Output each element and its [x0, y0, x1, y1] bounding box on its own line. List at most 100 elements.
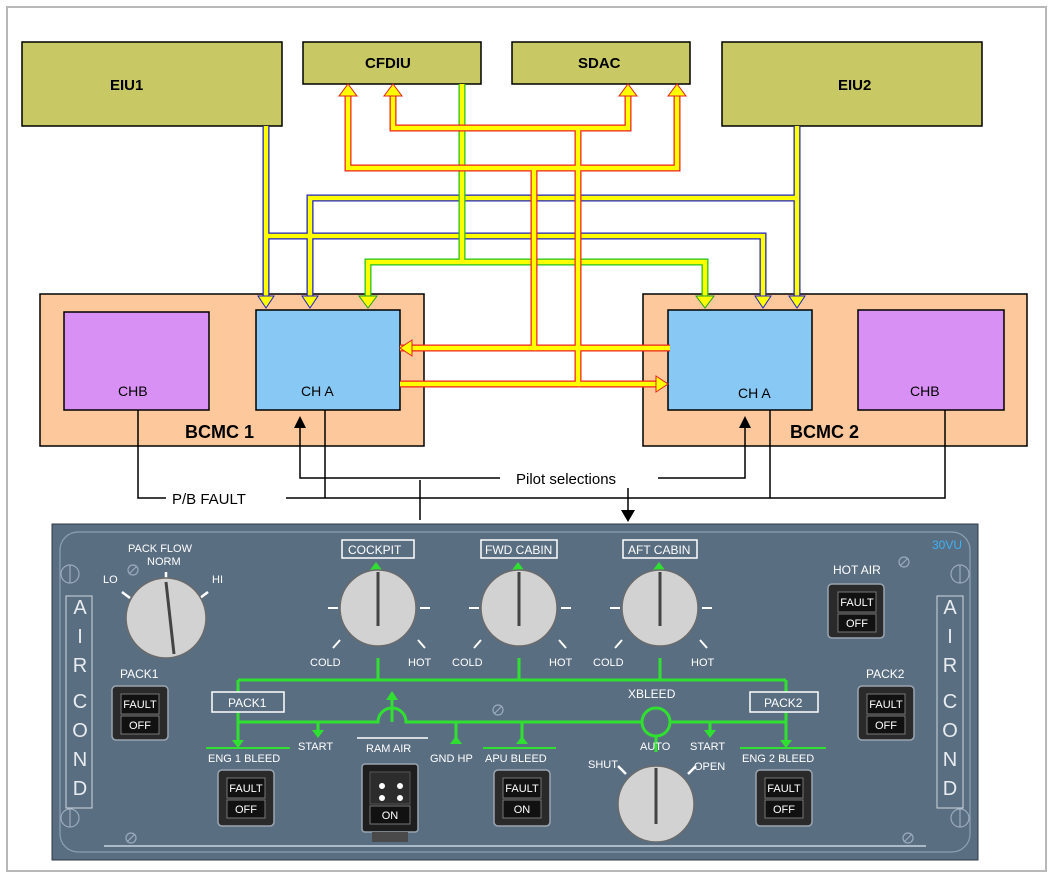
svg-text:C: C: [943, 691, 957, 713]
svg-text:OFF: OFF: [875, 720, 897, 732]
svg-text:NORM: NORM: [147, 556, 181, 568]
air-cond-right-text: A I R C O N D: [942, 597, 958, 800]
diagram-frame: [6, 6, 1047, 872]
svg-text:PACK2: PACK2: [866, 667, 905, 681]
svg-text:N: N: [943, 749, 957, 771]
svg-text:ON: ON: [514, 804, 531, 816]
bcmc1-cha-box: [255, 309, 401, 411]
aft-cabin-label: AFT CABIN: [628, 543, 690, 557]
svg-text:FAULT: FAULT: [505, 783, 539, 795]
eng1-bleed-pushbutton[interactable]: FAULT OFF: [217, 769, 275, 827]
svg-text:COLD: COLD: [310, 657, 341, 669]
gnd-hp-label: GND HP: [430, 753, 473, 765]
hot-air-pushbutton[interactable]: HOT AIR FAULT OFF: [827, 563, 885, 639]
bcmc2-cha-box: [667, 309, 813, 411]
svg-text:R: R: [73, 655, 87, 677]
cha-output-buses: [338, 83, 687, 393]
cfdiu-label: CFDIU: [365, 55, 411, 72]
svg-text:HOT: HOT: [691, 657, 715, 669]
eiu1-box: [21, 41, 283, 127]
pilot-selection-wires: [137, 410, 946, 520]
svg-text:COLD: COLD: [452, 657, 483, 669]
pb-fault-label: P/B FAULT: [172, 491, 246, 508]
svg-text:I: I: [77, 626, 83, 648]
eng1-bleed-label: ENG 1 BLEED: [208, 753, 280, 765]
eiu2-label: EIU2: [838, 77, 871, 94]
pack2-pushbutton[interactable]: PACK2 FAULT OFF: [857, 667, 915, 741]
pack-flow-knob[interactable]: [125, 577, 207, 659]
eiu2-box: [721, 41, 983, 127]
cockpit-temp-selector[interactable]: COCKPIT COLD HOT: [310, 539, 432, 669]
svg-text:OFF: OFF: [235, 804, 257, 816]
cfdiu-box: [302, 41, 482, 85]
eng2-bleed-label: ENG 2 BLEED: [742, 753, 814, 765]
bcmc1-chb-box: [63, 311, 210, 411]
svg-text:A: A: [943, 597, 957, 619]
bcmc2-chb-label: CHB: [910, 383, 940, 399]
panel-screws: [60, 556, 970, 844]
pack1-indicator: [211, 691, 285, 713]
fwd-cabin-temp-selector[interactable]: FWD CABIN COLD HOT: [452, 539, 573, 669]
pack1-pushbutton[interactable]: PACK1 FAULT OFF: [111, 667, 169, 741]
svg-text:PACK FLOW: PACK FLOW: [128, 543, 193, 555]
svg-text:OFF: OFF: [773, 804, 795, 816]
pack2-indicator: [749, 691, 819, 713]
svg-text:FAULT: FAULT: [869, 699, 903, 711]
cockpit-label: COCKPIT: [348, 543, 402, 557]
svg-text:N: N: [73, 749, 87, 771]
ram-air-pushbutton[interactable]: ON: [361, 763, 419, 842]
svg-text:LO: LO: [103, 574, 118, 586]
svg-text:FAULT: FAULT: [123, 699, 157, 711]
svg-text:FAULT: FAULT: [840, 597, 874, 609]
eiu-buses: [257, 126, 806, 309]
bleed-synoptic: [236, 658, 788, 752]
svg-text:FAULT: FAULT: [767, 783, 801, 795]
svg-text:HI: HI: [212, 574, 223, 586]
xbleed-valve-icon: [640, 706, 672, 738]
wire-arrowheads: [294, 416, 751, 522]
sdac-label: SDAC: [578, 55, 621, 72]
svg-text:ON: ON: [382, 810, 399, 822]
eng2-bleed-pushbutton[interactable]: FAULT OFF: [755, 769, 813, 827]
bcmc1-label: BCMC 1: [185, 422, 254, 442]
pack-flow-selector[interactable]: PACK FLOW NORM LO HI: [103, 543, 223, 659]
bcmc1-chb-label: CHB: [118, 383, 148, 399]
svg-text:D: D: [943, 778, 957, 800]
svg-text:HOT AIR: HOT AIR: [833, 563, 881, 577]
eiu1-label: EIU1: [110, 77, 143, 94]
svg-text:C: C: [73, 691, 87, 713]
svg-text:HOT: HOT: [549, 657, 573, 669]
ram-air-label: RAM AIR: [366, 743, 411, 755]
svg-text:COLD: COLD: [593, 657, 624, 669]
svg-text:I: I: [947, 626, 953, 648]
xbleed-label: XBLEED: [628, 687, 676, 701]
svg-text:OFF: OFF: [846, 618, 868, 630]
bcmc1-cha-label: CH A: [301, 383, 334, 399]
svg-text:O: O: [942, 720, 958, 742]
bcmc2-chb-box: [857, 309, 1005, 411]
svg-text:D: D: [73, 778, 87, 800]
aft-cabin-temp-selector[interactable]: AFT CABIN COLD HOT: [593, 539, 715, 669]
svg-text:R: R: [943, 655, 957, 677]
pilot-selections-label: Pilot selections: [516, 471, 616, 488]
start-right-label: START: [690, 741, 725, 753]
apu-bleed-pushbutton[interactable]: FAULT ON: [493, 769, 551, 827]
bcmc2-cha-label: CH A: [738, 385, 771, 401]
svg-text:SHUT: SHUT: [588, 759, 618, 771]
fwd-cabin-label: FWD CABIN: [485, 543, 552, 557]
air-cond-left-text: A I R C O N D: [72, 597, 88, 800]
xbleed-selector[interactable]: SHUT AUTO OPEN: [588, 741, 725, 843]
svg-text:OPEN: OPEN: [694, 761, 725, 773]
sdac-box: [511, 41, 691, 85]
svg-text:OFF: OFF: [129, 720, 151, 732]
svg-text:A: A: [73, 597, 87, 619]
svg-text:AUTO: AUTO: [640, 741, 671, 753]
svg-text:HOT: HOT: [408, 657, 432, 669]
apu-bleed-label: APU BLEED: [485, 753, 547, 765]
svg-text:O: O: [72, 720, 88, 742]
svg-text:PACK2: PACK2: [764, 696, 803, 710]
svg-text:PACK1: PACK1: [228, 696, 267, 710]
bcmc2-label: BCMC 2: [790, 422, 859, 442]
panel-id-label: 30VU: [932, 538, 962, 552]
